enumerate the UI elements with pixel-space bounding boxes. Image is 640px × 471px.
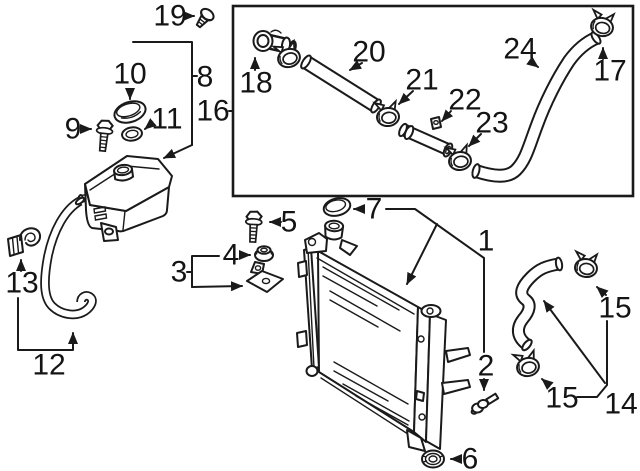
radiator-cap: [322, 197, 352, 217]
radiator: [296, 219, 471, 452]
callout-3: 3: [171, 256, 188, 289]
callout-16: 16: [196, 95, 229, 128]
reservoir-cap: [113, 100, 147, 124]
callout-17: 17: [593, 55, 626, 88]
callout-13: 13: [5, 267, 38, 300]
callout-labels: 1 2 3 4 5 6 7 8 9 10 11 12 13 14 15 15 1…: [5, 0, 637, 471]
callout-14: 14: [604, 388, 637, 421]
callout-19: 19: [153, 0, 186, 33]
upper-hose: [300, 54, 382, 114]
mount-grommet: [254, 245, 274, 262]
callout-20: 20: [352, 36, 385, 69]
bolt-icon: [93, 118, 115, 153]
callout-21: 21: [405, 64, 438, 97]
long-curved-hose: [471, 31, 602, 183]
push-pin: [195, 7, 215, 29]
callout-15-lower: 15: [545, 382, 578, 415]
hose-clamp-icon: [512, 349, 542, 380]
lower-hose: [512, 256, 564, 352]
callout-5: 5: [281, 206, 298, 239]
callout-2: 2: [478, 350, 495, 383]
callout-1: 1: [478, 225, 495, 258]
bolt-icon: [243, 210, 264, 244]
o-ring: [121, 126, 143, 142]
callout-22: 22: [448, 84, 481, 117]
callout-9: 9: [65, 113, 82, 146]
callout-leaders: [16, 11, 609, 464]
callout-18: 18: [239, 67, 272, 100]
callout-15-upper: 15: [598, 292, 631, 325]
reservoir-tank: [77, 155, 173, 242]
joint-pipe: [398, 116, 454, 158]
callout-23: 23: [475, 107, 508, 140]
hose-clamp-icon: [571, 250, 600, 280]
callout-7: 7: [366, 193, 383, 226]
callout-11: 11: [151, 103, 182, 136]
lower-grommet: [421, 449, 445, 469]
callout-8: 8: [197, 61, 214, 94]
callout-24: 24: [503, 33, 536, 66]
callout-12: 12: [32, 349, 65, 382]
hose-clip: [7, 227, 42, 257]
overflow-hose: [40, 196, 97, 320]
mounting-bracket: [246, 261, 284, 293]
callout-4: 4: [223, 239, 240, 272]
callout-6: 6: [462, 443, 479, 471]
drain-plug: [470, 392, 500, 415]
callout-10: 10: [113, 58, 146, 91]
hose-assembly-box: [231, 4, 635, 198]
